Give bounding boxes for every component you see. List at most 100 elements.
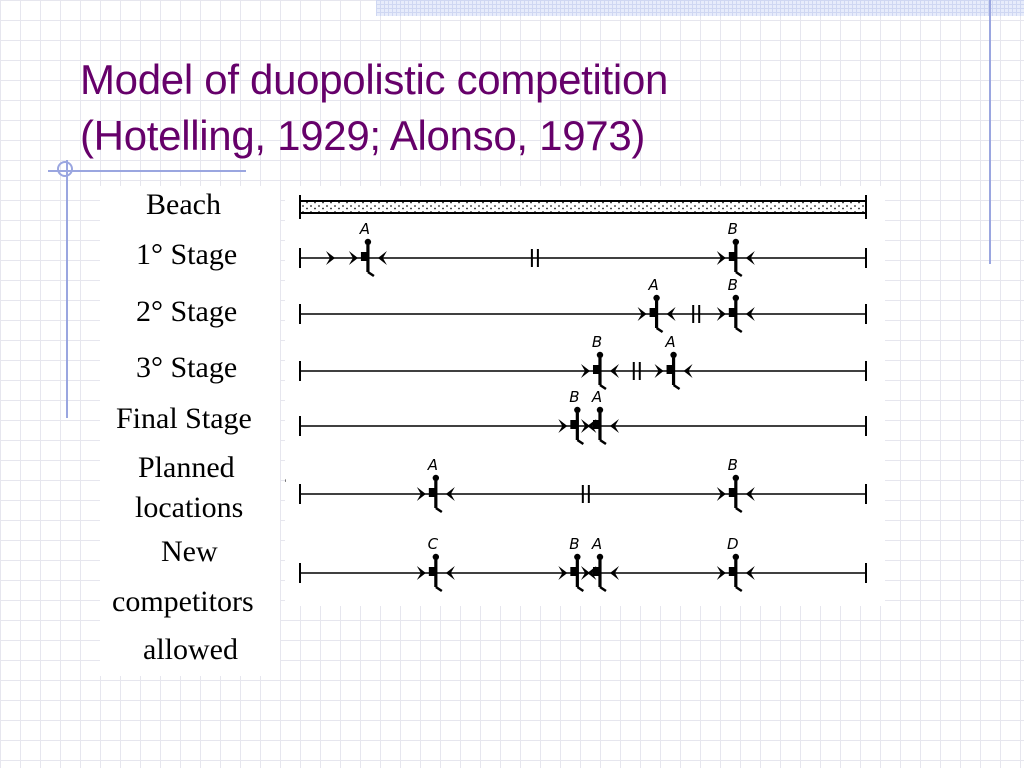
vendor-b-stage1-leg xyxy=(735,270,743,278)
title-underline-rule xyxy=(48,170,246,172)
vendor-b-planned-arrow-left xyxy=(716,487,726,501)
vendor-b-final-head xyxy=(574,406,581,414)
vendor-c-new_competitors-arrow-left xyxy=(416,566,426,580)
vendor-b-new_competitors-letter: B xyxy=(569,535,579,553)
vendor-b-planned-arrow-right xyxy=(745,487,755,501)
hotelling-diagram: ABABBABAABCBADe xyxy=(285,195,867,593)
label-backdrop xyxy=(100,186,280,676)
vendor-c-new_competitors-leg xyxy=(435,585,443,593)
vendor-b-new_competitors-arrow-left xyxy=(558,566,568,580)
beach-strip xyxy=(299,200,867,214)
vendor-b-stage2-cart xyxy=(728,308,736,317)
vendor-a-planned-cart xyxy=(428,488,436,497)
vendor-b-stage1-arrow-right xyxy=(745,251,755,265)
vendor-b-planned-leg xyxy=(735,506,743,514)
vendor-d-new_competitors-letter: D xyxy=(727,535,739,553)
vendor-a-stage3-letter: A xyxy=(664,333,675,351)
vendor-b-stage2-leg xyxy=(735,326,743,334)
vendor-c-new_competitors-letter: C xyxy=(428,535,439,553)
vendor-a-planned-head xyxy=(432,474,440,482)
vendor-a-stage1-leg xyxy=(367,270,375,278)
vendor-a-stage1-letter: A xyxy=(359,220,370,238)
vendor-a-final-arrow-right xyxy=(609,419,619,433)
vendor-b-final-letter: B xyxy=(569,388,579,406)
label-planned: Planned xyxy=(138,451,235,484)
start-arrow-stage1 xyxy=(326,251,335,265)
right-accent-rule xyxy=(989,0,991,264)
left-accent-rule xyxy=(66,160,68,418)
vendor-b-final-arrow-left xyxy=(558,419,568,433)
vendor-b-planned-letter: B xyxy=(728,456,738,474)
vendor-a-stage2-arrow-left xyxy=(637,307,647,321)
vendor-a-planned-leg xyxy=(435,506,443,514)
vendor-a-new_competitors-letter: A xyxy=(591,535,602,553)
vendor-a-final-cart xyxy=(592,420,600,429)
vendor-a-final-arrow-left xyxy=(580,419,590,433)
vendor-a-stage2-head xyxy=(653,294,660,302)
label-beach: Beach xyxy=(146,188,221,221)
stray-mark: e xyxy=(285,472,286,490)
label-stage-3: 3° Stage xyxy=(136,351,238,384)
vendor-b-stage1-head xyxy=(732,238,740,246)
vendor-a-stage1-arrow-right xyxy=(377,251,387,265)
vendor-b-final-leg xyxy=(576,438,585,446)
vendor-b-stage3-arrow-right xyxy=(609,364,619,378)
vendor-a-stage3-head xyxy=(670,351,677,359)
vendor-b-stage3-leg xyxy=(599,383,607,391)
label-new: New xyxy=(161,535,218,568)
vendor-a-planned-arrow-right xyxy=(445,487,455,501)
vendor-a-stage2-letter: A xyxy=(647,276,658,294)
label-competitors: competitors xyxy=(112,585,254,618)
vendor-a-stage1-arrow-left xyxy=(348,251,358,265)
vendor-b-stage2-arrow-right xyxy=(745,307,755,321)
vendor-b-stage2-letter: B xyxy=(728,276,738,294)
vendor-a-planned-arrow-left xyxy=(416,487,426,501)
vendor-a-stage1-head xyxy=(364,238,372,246)
vendor-b-stage1-letter: B xyxy=(728,220,738,238)
vendor-a-new_competitors-leg xyxy=(599,585,607,593)
vendor-a-final-letter: A xyxy=(591,388,602,406)
vendor-b-stage3-cart xyxy=(592,365,600,374)
vendor-a-final-head xyxy=(596,406,604,414)
vendor-a-new_competitors-arrow-right xyxy=(609,566,619,580)
vendor-b-stage2-arrow-left xyxy=(716,307,726,321)
vendor-a-stage2-arrow-right xyxy=(666,307,676,321)
vendor-b-final-cart xyxy=(570,420,578,429)
vendor-d-new_competitors-leg xyxy=(735,585,743,593)
label-final-stage: Final Stage xyxy=(116,402,252,435)
vendor-d-new_competitors-arrow-right xyxy=(745,566,755,580)
label-stage-1: 1° Stage xyxy=(136,238,238,271)
vendor-d-new_competitors-head xyxy=(732,553,740,561)
vendor-a-stage3-arrow-left xyxy=(654,364,664,378)
vendor-a-final-leg xyxy=(599,438,607,446)
vendor-a-stage3-leg xyxy=(672,383,681,391)
vendor-a-stage1-cart xyxy=(360,252,368,261)
vendor-c-new_competitors-head xyxy=(432,553,440,561)
vendor-b-new_competitors-head xyxy=(574,553,581,561)
vendor-a-stage2-cart xyxy=(649,308,657,317)
title-line-2: (Hotelling, 1929; Alonso, 1973) xyxy=(80,112,646,159)
vendor-b-new_competitors-cart xyxy=(570,567,578,576)
vendor-b-stage3-head xyxy=(596,351,604,359)
vendor-b-planned-cart xyxy=(728,488,736,497)
vendor-d-new_competitors-arrow-left xyxy=(716,566,726,580)
hotelling-figure: ABABBABAABCBADe xyxy=(285,186,885,606)
vendor-a-new_competitors-arrow-left xyxy=(580,566,590,580)
label-allowed: allowed xyxy=(143,633,238,666)
vendor-b-stage1-cart xyxy=(728,252,736,261)
vendor-d-new_competitors-cart xyxy=(728,567,736,576)
vendor-c-new_competitors-cart xyxy=(428,567,436,576)
top-decorative-band xyxy=(376,0,1024,16)
vendor-b-stage2-head xyxy=(732,294,740,302)
vendor-a-stage3-arrow-right xyxy=(683,364,693,378)
label-stage-2: 2° Stage xyxy=(136,295,238,328)
vendor-b-stage3-arrow-left xyxy=(580,364,590,378)
vendor-a-stage3-cart xyxy=(666,365,674,374)
vendor-a-planned-letter: A xyxy=(427,456,438,474)
vendor-b-planned-head xyxy=(732,474,740,482)
vendor-c-new_competitors-arrow-right xyxy=(445,566,455,580)
vendor-a-new_competitors-cart xyxy=(592,567,600,576)
slide-title: Model of duopolistic competition (Hotell… xyxy=(80,52,668,164)
vendor-a-stage2-leg xyxy=(655,326,664,334)
